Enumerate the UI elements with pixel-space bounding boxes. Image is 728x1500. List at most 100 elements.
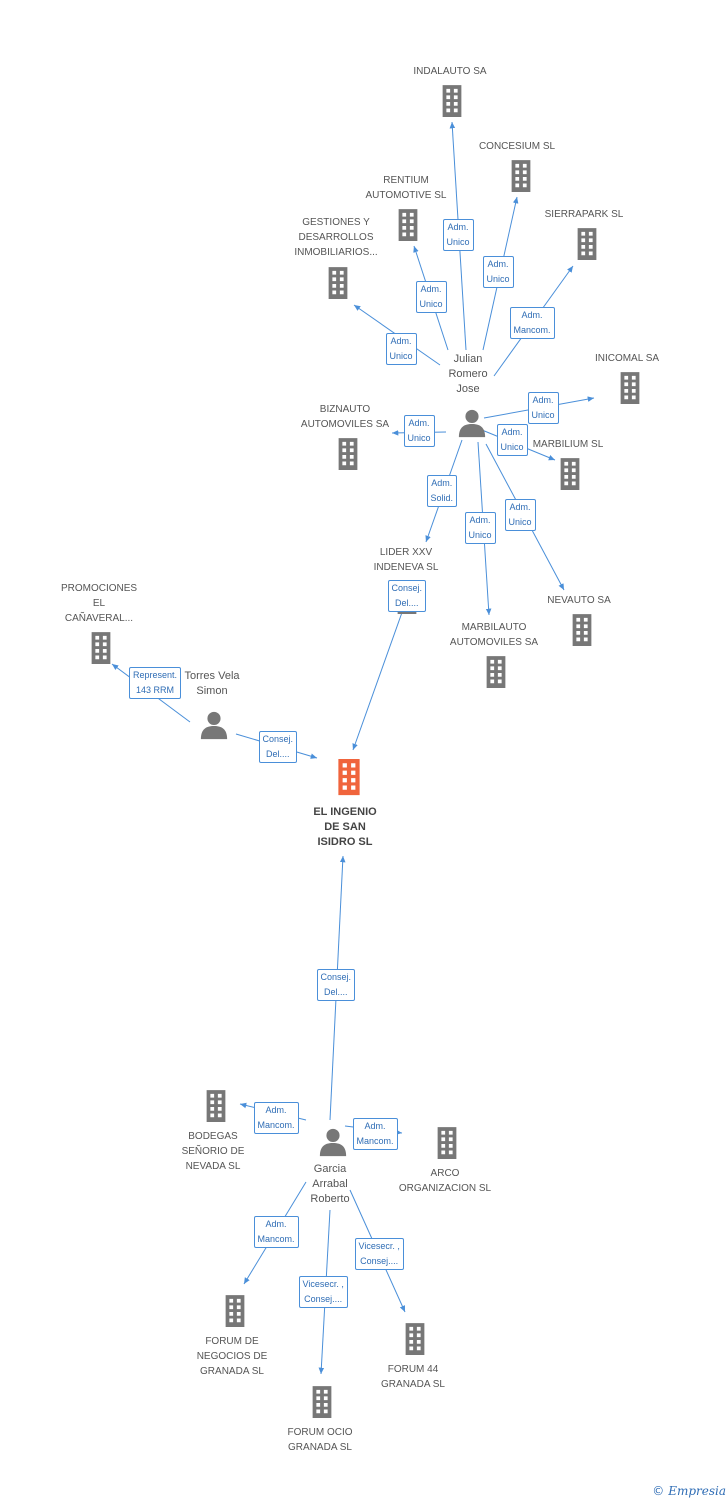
company-label-promociones-line: CAÑAVERAL... <box>64 613 134 624</box>
building-icon-forum_negocios[interactable] <box>225 1295 245 1327</box>
relation-label-julian-indalauto[interactable]: Adm. Unico <box>442 219 474 251</box>
building-icon-gestiones[interactable] <box>328 267 348 299</box>
relation-label-line: Adm. <box>431 478 453 488</box>
person-icon-garcia[interactable] <box>319 1128 347 1157</box>
building-icon-biznauto[interactable] <box>338 438 358 470</box>
relation-label-julian-marbilium[interactable]: Adm.Unico <box>496 424 528 456</box>
building-icon-marbilium[interactable] <box>560 458 580 490</box>
company-label-forum_negocios-line: GRANADA SL <box>200 1366 264 1377</box>
company-label-rentium-line: AUTOMOTIVE SL <box>365 190 447 201</box>
relation-label-line: Adm. <box>509 502 531 512</box>
company-label-forum_ocio-line: FORUM OCIO <box>287 1427 353 1438</box>
relation-label-line: Adm. <box>265 1219 287 1229</box>
relation-label-julian-inicomal[interactable]: Adm.Unico <box>527 392 559 424</box>
company-label-marbilium[interactable]: MARBILIUM SL <box>498 437 638 452</box>
relation-label-line: 143 RRM <box>136 685 175 695</box>
relation-label-line: Adm. <box>408 418 430 428</box>
main-company-label-line: EL INGENIO <box>313 806 377 818</box>
relation-label-julian-main[interactable]: Consej.Del.... <box>387 580 427 612</box>
company-label-forum44[interactable]: FORUM 44 GRANADA SL <box>343 1362 483 1392</box>
relation-label-julian-concesium[interactable]: Adm.Unico <box>482 256 514 288</box>
building-icon-sierrapark[interactable] <box>577 228 597 260</box>
building-icon-inicomal[interactable] <box>620 372 640 404</box>
company-label-biznauto-line: AUTOMOVILES SA <box>300 419 390 430</box>
relation-label-julian-biznauto[interactable]: Adm.Unico <box>403 415 435 447</box>
company-label-forum44-line: GRANADA SL <box>381 1379 445 1390</box>
relation-label-garcia-forum_ocio[interactable]: Vicesecr. ,Consej.... <box>298 1276 348 1308</box>
relation-label-line: Unico <box>446 237 470 247</box>
copyright-icon: © <box>652 1484 665 1498</box>
company-label-concesium[interactable]: CONCESIUM SL <box>447 139 587 154</box>
relation-label-line: Vicesecr. , <box>302 1279 344 1289</box>
relation-label-line: Adm. <box>469 515 491 525</box>
building-icon-forum_ocio[interactable] <box>312 1386 332 1418</box>
building-icon-promociones[interactable] <box>91 632 111 664</box>
relation-label-julian-rentium[interactable]: Adm.Unico <box>415 281 447 313</box>
building-icon-arco[interactable] <box>437 1127 457 1159</box>
relation-label-garcia-bodegas[interactable]: Adm.Mancom. <box>253 1102 299 1134</box>
relation-label-line: Vicesecr. , <box>358 1241 400 1251</box>
relation-label-julian-marbilauto[interactable]: Adm.Unico <box>464 512 496 544</box>
relation-label-line: Unico <box>419 299 443 309</box>
company-label-sierrapark[interactable]: SIERRAPARK SL <box>514 207 654 222</box>
relation-label-julian-gestiones[interactable]: Adm.Unico <box>385 333 417 365</box>
company-label-inicomal-line: INICOMAL SA <box>594 353 660 364</box>
company-label-lider-line: INDENEVA SL <box>373 562 439 573</box>
building-icon-main[interactable] <box>338 758 360 796</box>
person-icon-julian[interactable] <box>458 409 486 438</box>
brand-name: Empresia <box>668 1484 726 1498</box>
person-label-garcia-line: Garcia <box>313 1163 347 1175</box>
building-icon-concesium[interactable] <box>511 160 531 192</box>
relation-label-line: Represent. <box>133 670 178 680</box>
company-label-inicomal[interactable]: INICOMAL SA <box>557 351 697 366</box>
relation-label-garcia-forum_negocios[interactable]: Adm.Mancom. <box>253 1216 299 1248</box>
relation-label-line: Adm. <box>447 222 469 232</box>
relation-label-line: Adm. <box>265 1105 287 1115</box>
relation-label-garcia-forum44[interactable]: Vicesecr. , Consej.... <box>354 1238 404 1270</box>
company-label-indalauto[interactable]: INDALAUTO SA <box>380 64 520 79</box>
company-label-nevauto[interactable]: NEVAUTO SA <box>509 593 649 608</box>
relation-label-line: Unico <box>531 410 555 420</box>
relation-label-line: Consej.... <box>360 1256 399 1266</box>
company-label-nevauto-line: NEVAUTO SA <box>547 595 611 606</box>
building-icon-marbilauto[interactable] <box>486 656 506 688</box>
building-icon-forum44[interactable] <box>405 1323 425 1355</box>
relation-label-torres-main[interactable]: Consej.Del.... <box>258 731 298 763</box>
relation-label-julian-lider[interactable]: Adm. Solid. <box>426 475 458 507</box>
relation-label-julian-sierrapark[interactable]: Adm.Mancom. <box>509 307 555 339</box>
relation-label-garcia-arco[interactable]: Adm.Mancom. <box>352 1118 398 1150</box>
company-label-bodegas-line: BODEGAS <box>188 1131 238 1142</box>
company-label-gestiones-line: GESTIONES Y <box>302 217 370 228</box>
company-label-indalauto-line: INDALAUTO SA <box>413 66 487 77</box>
relation-label-torres-promociones[interactable]: Represent. 143 RRM <box>129 667 182 699</box>
relation-label-line: Consej. <box>391 583 423 593</box>
person-icon-torres[interactable] <box>200 711 228 740</box>
relation-label-line: Solid. <box>430 493 454 503</box>
company-label-forum44-line: FORUM 44 <box>387 1364 439 1375</box>
building-icon-nevauto[interactable] <box>572 614 592 646</box>
building-icon-indalauto[interactable] <box>442 85 462 117</box>
person-label-julian-line: Romero <box>448 368 488 380</box>
relation-label-julian-nevauto[interactable]: Adm.Unico <box>504 499 536 531</box>
relation-label-garcia-main[interactable]: Consej.Del.... <box>316 969 356 1001</box>
relation-label-line: Adm. <box>487 259 509 269</box>
footer-brand[interactable]: ©Empresia <box>652 1484 726 1498</box>
building-icon-bodegas[interactable] <box>206 1090 226 1122</box>
person-label-julian-line: Julian <box>453 353 483 365</box>
company-label-promociones-line: PROMOCIONES <box>60 583 138 594</box>
person-label-garcia-line: Roberto <box>310 1193 350 1205</box>
